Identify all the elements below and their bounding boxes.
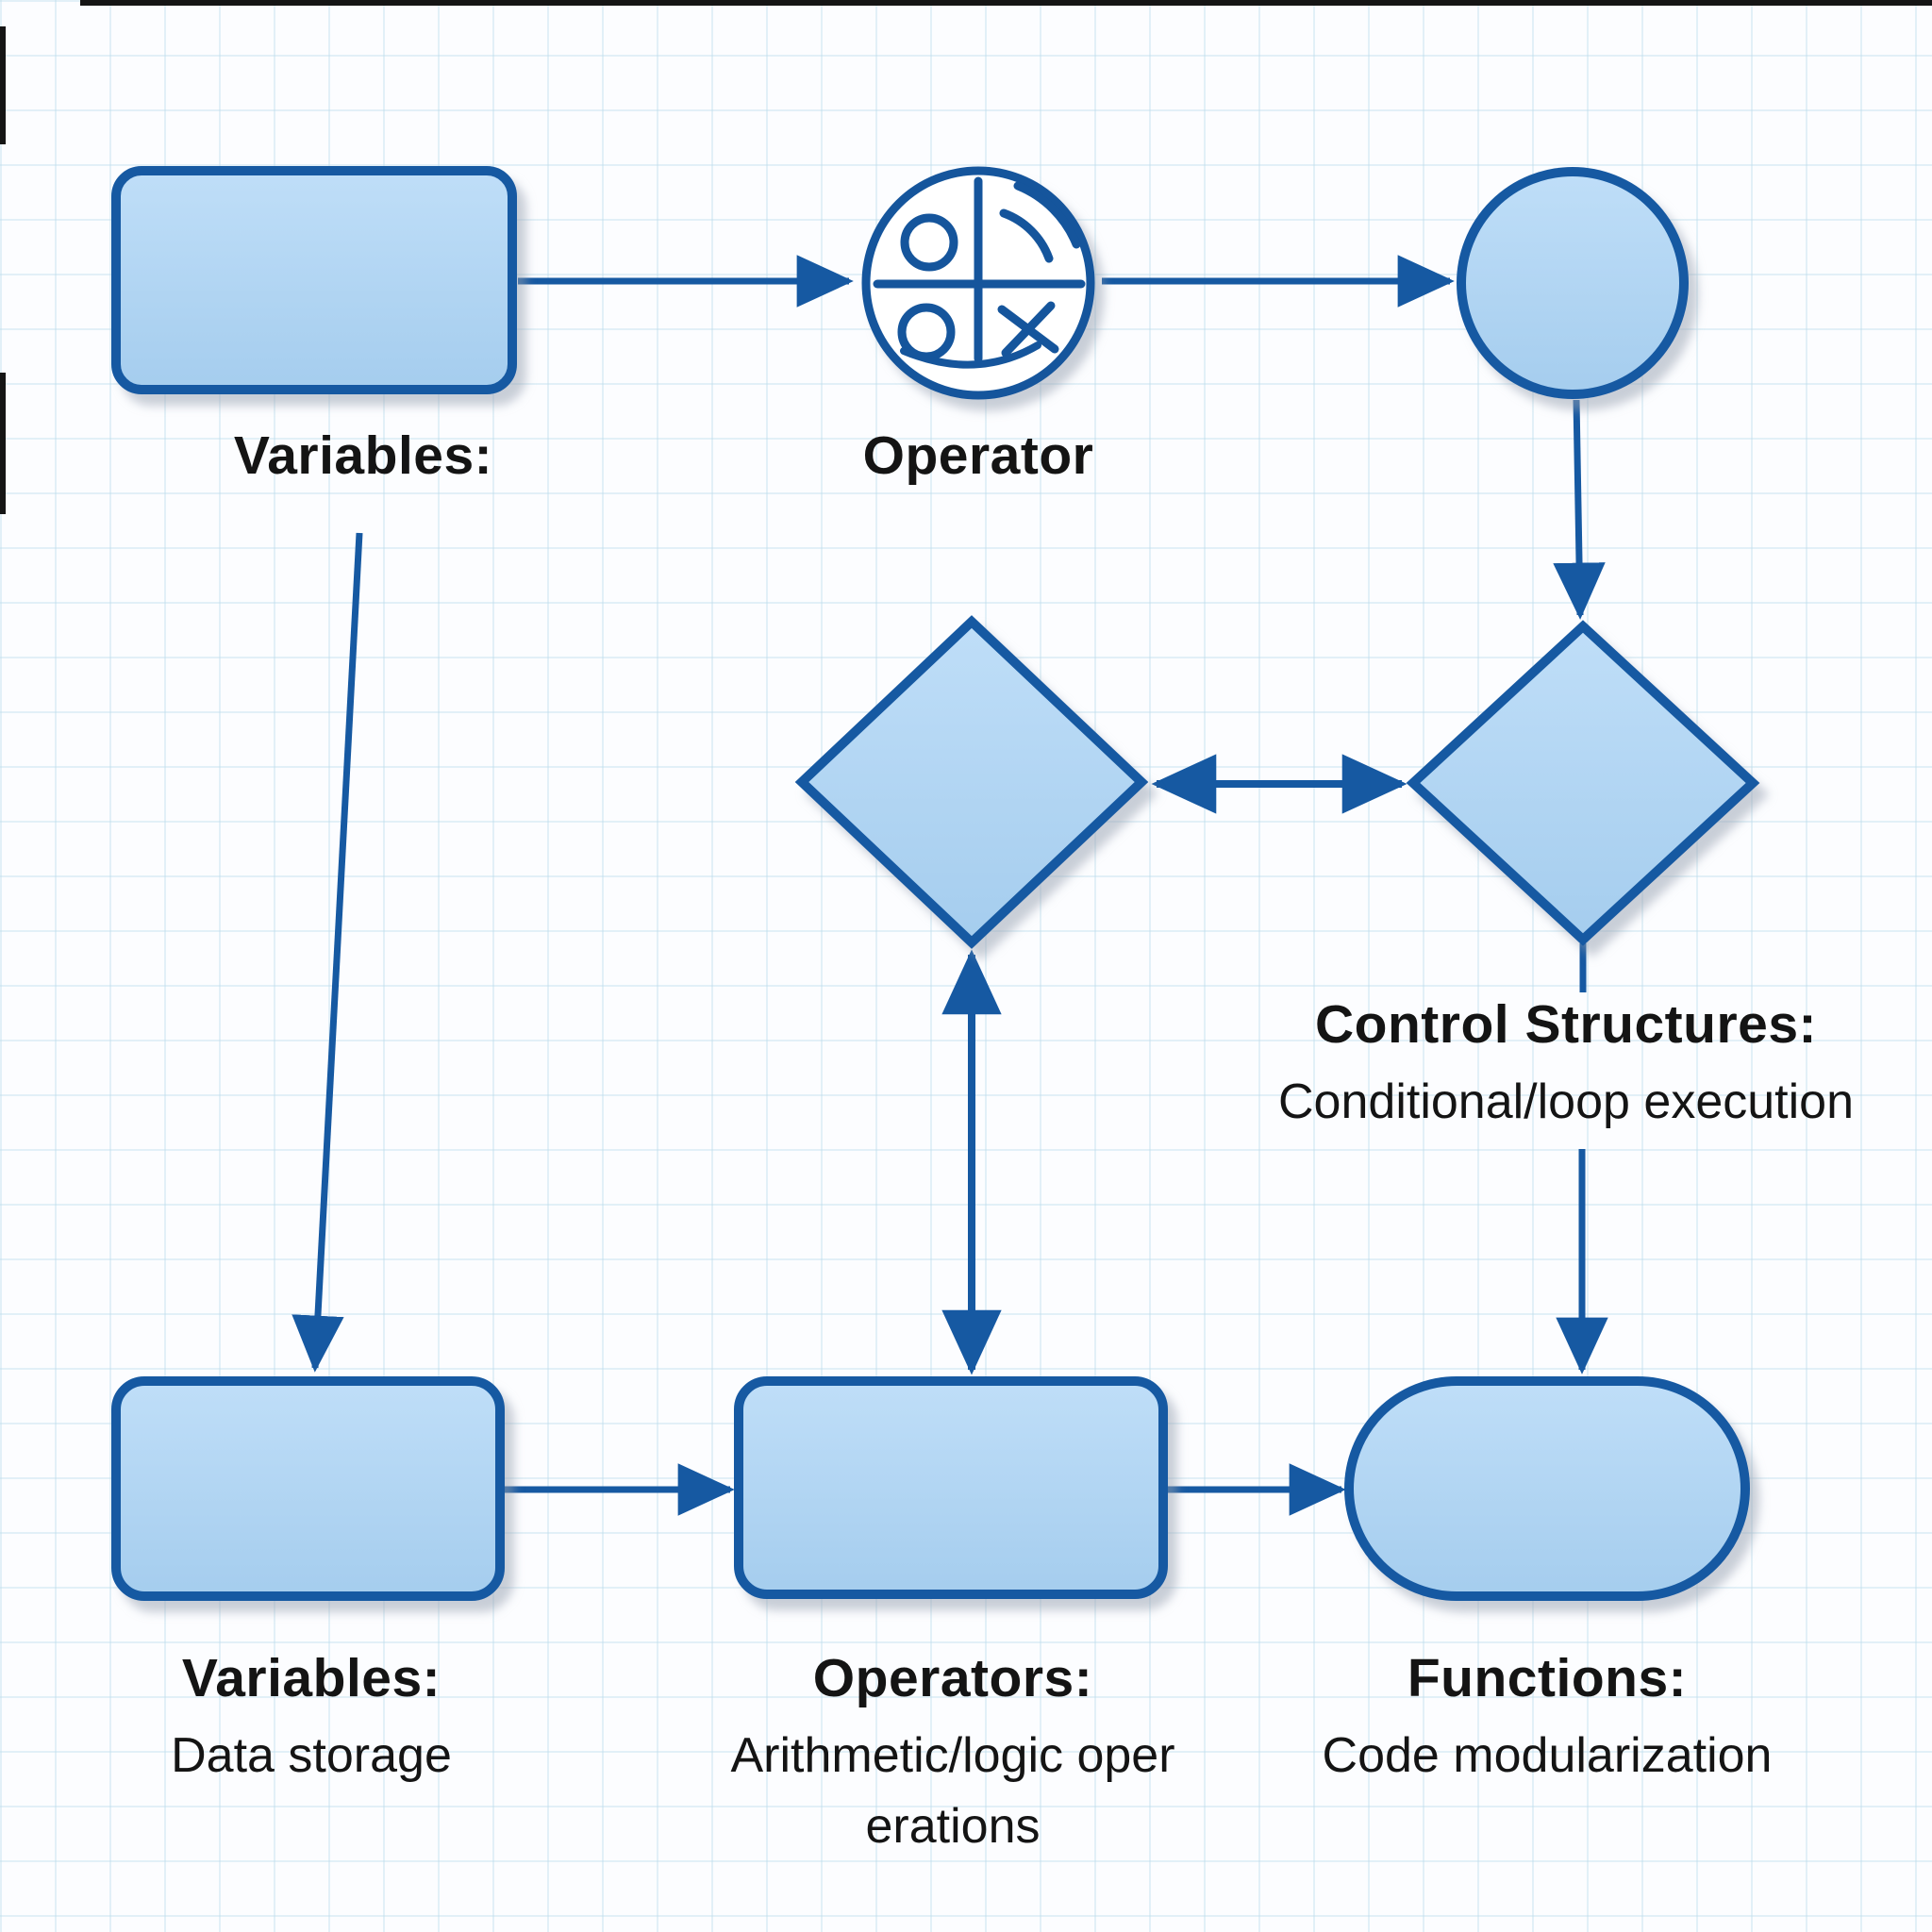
label-functions-title: Functions:: [1407, 1648, 1688, 1708]
label-operators-bottom-subtitle-line1: Arithmetic/logic oper: [730, 1728, 1175, 1783]
label-variables-bottom-title: Variables:: [181, 1648, 441, 1708]
scan-artifact-left-mark-2: [0, 373, 6, 514]
label-control-structures-subtitle: Conditional/loop execution: [1278, 1074, 1854, 1129]
label-variables-top: Variables:: [233, 425, 493, 486]
node-functions-stadium: [1344, 1376, 1750, 1601]
node-variables-bottom-rect: [111, 1376, 505, 1601]
scan-artifact-top-line: [80, 0, 1932, 6]
label-operators-bottom-title: Operators:: [812, 1648, 1093, 1708]
scan-artifact-left-mark-1: [0, 26, 6, 144]
node-state-circle: [1457, 167, 1689, 399]
label-operators-bottom-subtitle-line2: erations: [865, 1799, 1041, 1854]
label-functions-subtitle: Code modularization: [1322, 1728, 1773, 1783]
node-variables-top-rect: [111, 166, 517, 394]
node-left-diamond: [794, 615, 1149, 949]
label-operator: Operator: [862, 425, 1094, 486]
label-control-structures-title: Control Structures:: [1314, 994, 1818, 1055]
operators-symbols-icon: [861, 166, 1095, 400]
label-variables-bottom-subtitle: Data storage: [171, 1728, 452, 1783]
edge-variablestop-to-variablesbottom: [291, 532, 363, 1373]
node-control-structures-diamond: [1406, 620, 1760, 946]
node-operators-bottom-rect: [734, 1376, 1168, 1599]
edge-circle-to-controldiamond: [1553, 399, 1606, 620]
